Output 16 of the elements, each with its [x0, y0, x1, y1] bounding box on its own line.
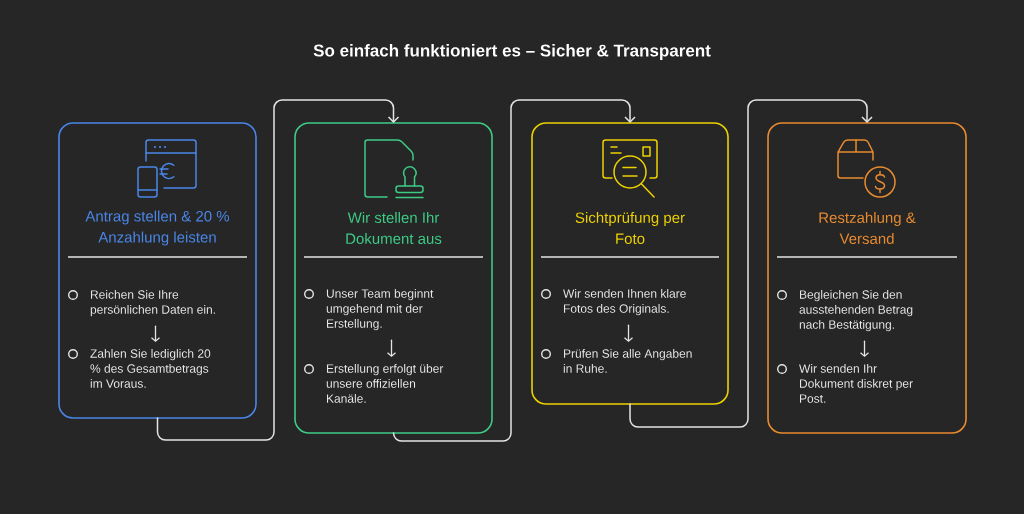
bullet-text: Unser Team beginnt umgehend mit der Erstellung.	[326, 289, 434, 331]
arrow	[150, 325, 161, 342]
connector-arrow	[629, 99, 873, 428]
bullet-text: Zahlen Sie lediglich 20 % des Gesamtbetrags im Voraus.	[90, 349, 211, 388]
title: So einfach funktioniert es – Sicher & Transparent	[313, 44, 711, 60]
bullet-text: Begleichen Sie den ausstehenden Betrag nach Bestätigung.	[799, 290, 913, 332]
arrow	[623, 324, 634, 342]
bullet-text: Wir senden Ihnen klare Fotos des Originals.	[563, 289, 686, 316]
connector-arrow	[156, 99, 400, 441]
bullet-text: Erstellung erfolgt über unsere offiziellen Kanäle.	[326, 364, 444, 403]
arrow	[859, 340, 870, 357]
bullet-text: Reichen Sie Ihre persönlichen Daten ein.	[90, 290, 215, 317]
bullet-text: Prüfen Sie alle Angaben in Ruhe.	[563, 349, 692, 373]
arrow	[386, 339, 397, 357]
bullet-text: Wir senden Ihr Dokument diskret per Post.	[799, 364, 913, 403]
connector-arrow	[392, 99, 636, 442]
